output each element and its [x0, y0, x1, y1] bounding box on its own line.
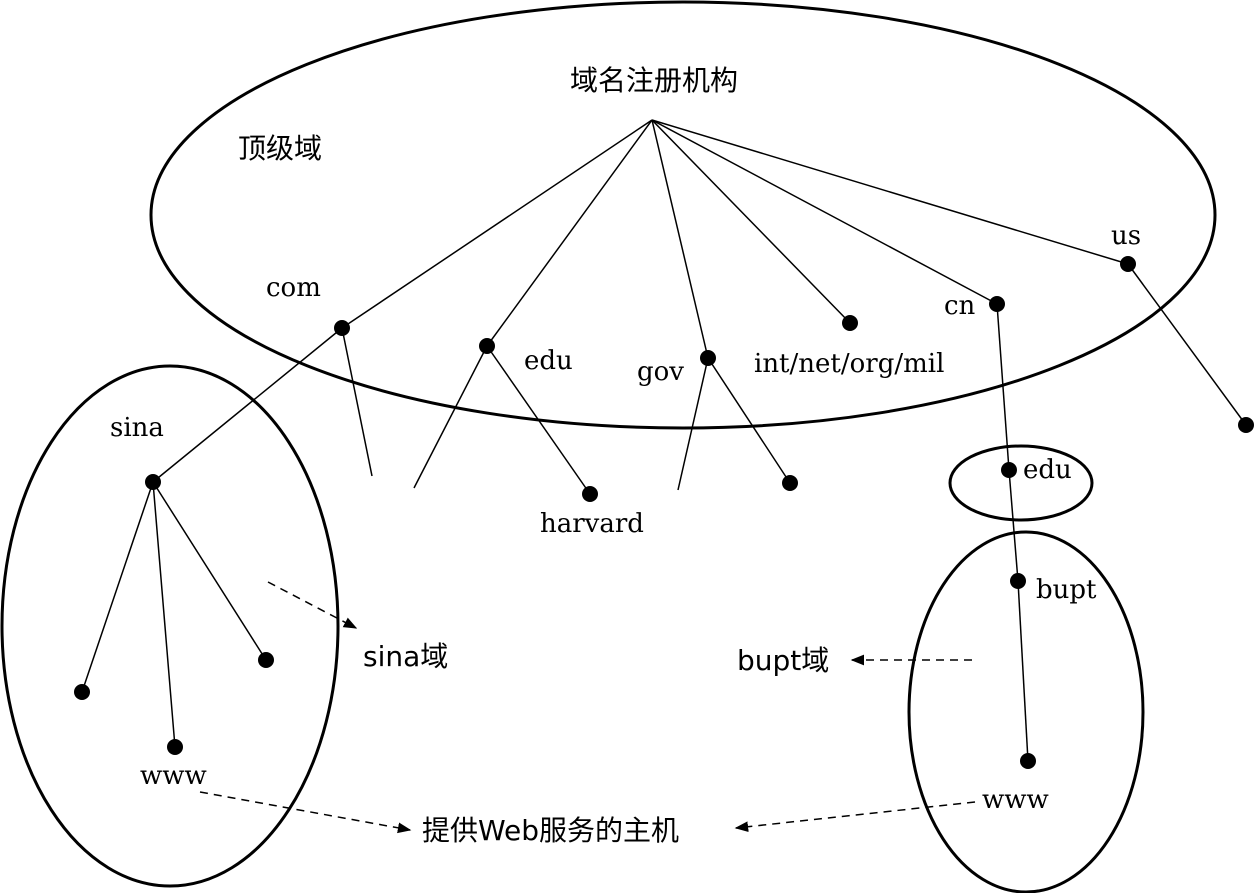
cn-edu-domain-region — [948, 444, 1094, 522]
label-bupt: bupt — [1036, 575, 1097, 605]
edge-sina-right — [152, 481, 267, 661]
label-harvard: harvard — [540, 509, 644, 539]
label-bupt-www: www — [982, 785, 1049, 815]
edge-sina-left — [81, 481, 154, 693]
label-gov: gov — [637, 357, 684, 387]
edge-bupt-www — [1017, 580, 1029, 762]
label-sina-www: www — [140, 761, 207, 791]
label-web-host: 提供Web服务的主机 — [422, 814, 679, 847]
edge-root-others — [651, 119, 851, 324]
edge-cn-edu — [996, 303, 1010, 471]
node-edu — [479, 338, 495, 354]
label-cn-edu: edu — [1023, 455, 1072, 485]
label-edu: edu — [524, 346, 573, 376]
label-cn: cn — [944, 291, 976, 321]
tree-nodes — [74, 256, 1254, 769]
node-gov-child — [782, 475, 798, 491]
edge-com-branch — [341, 327, 373, 477]
node-cn — [989, 296, 1005, 312]
node-us-child — [1238, 417, 1254, 433]
edge-root-com — [341, 119, 653, 329]
arrow-sina-www-host — [199, 791, 412, 834]
edge-gov-branch — [677, 357, 709, 491]
label-us: us — [1111, 221, 1141, 251]
node-sina-www — [167, 739, 183, 755]
tree-edges — [81, 119, 1247, 762]
arrow-bupt-www-host — [734, 801, 976, 833]
label-sina-domain: sina域 — [363, 640, 448, 673]
edge-root-us — [651, 119, 1129, 265]
node-others — [842, 315, 858, 331]
label-sina: sina — [110, 413, 164, 443]
label-root: 域名注册机构 — [570, 64, 738, 97]
edge-com-sina — [152, 327, 343, 483]
node-gov — [700, 350, 716, 366]
node-bupt — [1010, 573, 1026, 589]
edge-gov-child — [707, 357, 791, 484]
label-top-level: 顶级域 — [238, 132, 322, 165]
label-others: int/net/org/mil — [754, 349, 944, 379]
label-com: com — [266, 273, 321, 303]
top-level-domain-region — [149, 0, 1217, 430]
node-cn-edu — [1001, 462, 1017, 478]
node-com — [334, 320, 350, 336]
sina-domain-region — [0, 364, 340, 888]
arrow-sina-domain — [267, 581, 358, 629]
bupt-domain-region — [907, 530, 1145, 893]
annotation-arrows — [199, 581, 976, 834]
edge-us-child — [1127, 263, 1247, 426]
node-bupt-www — [1020, 753, 1036, 769]
node-sina — [145, 474, 161, 490]
label-bupt-domain: bupt域 — [737, 644, 829, 677]
edge-edu-branch — [413, 345, 488, 489]
node-harvard — [582, 486, 598, 502]
edge-edu-bupt — [1008, 469, 1019, 582]
node-us — [1120, 256, 1136, 272]
node-sina-left — [74, 684, 90, 700]
edge-edu-harvard — [486, 345, 591, 495]
edge-sina-www — [152, 481, 176, 748]
edge-root-edu — [486, 119, 653, 347]
node-sina-right — [258, 652, 274, 668]
edge-root-cn — [651, 119, 998, 305]
edge-root-gov — [651, 119, 709, 359]
